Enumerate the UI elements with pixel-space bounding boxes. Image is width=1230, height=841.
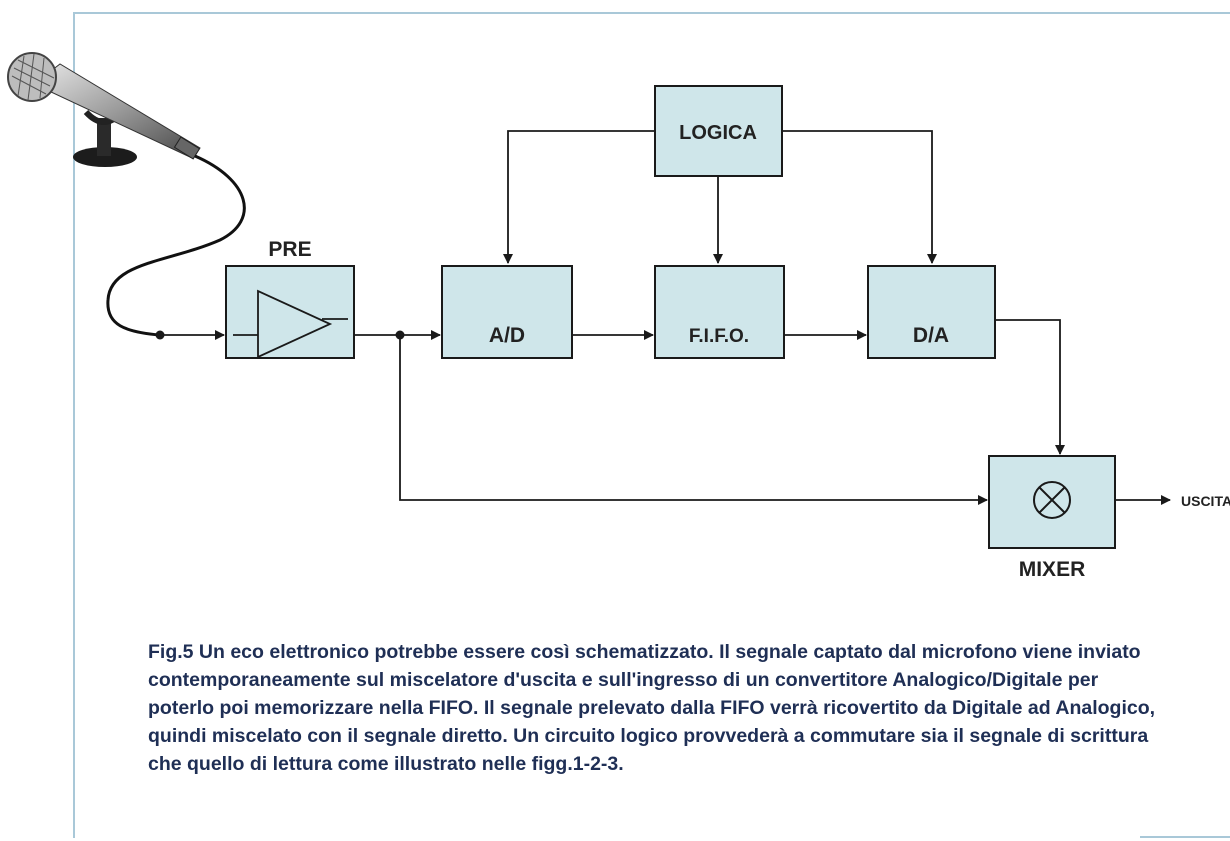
pre-block [225,265,355,359]
logica-block [654,85,783,177]
da-block [867,265,996,359]
split-junction-dot [395,330,405,340]
pre-label: PRE [268,238,311,261]
output-label: USCITA [1181,493,1230,509]
mixer-block [988,455,1116,549]
block-diagram: PRE LOGICA A/D F.I.F.O. D/A MIXER USCITA [7,52,1230,581]
mixer-cross-icon [1033,481,1071,519]
signal-wires [160,130,1171,505]
da-label: D/A [913,324,949,347]
ad-block [441,265,573,359]
ad-label: A/D [489,324,525,347]
fifo-block [654,265,785,359]
microphone-icon [7,52,246,337]
frame-bottom-right-border [1140,836,1230,838]
figure-caption: Fig.5 Un eco elettronico potrebbe essere… [148,641,1156,775]
amplifier-icon [233,289,348,359]
logica-label: LOGICA [679,122,757,144]
mixer-label: MIXER [1019,558,1086,581]
input-junction-dot [155,330,165,340]
frame-top-border [74,12,1230,14]
fifo-label: F.I.F.O. [689,326,749,347]
frame-left-border [73,12,75,838]
